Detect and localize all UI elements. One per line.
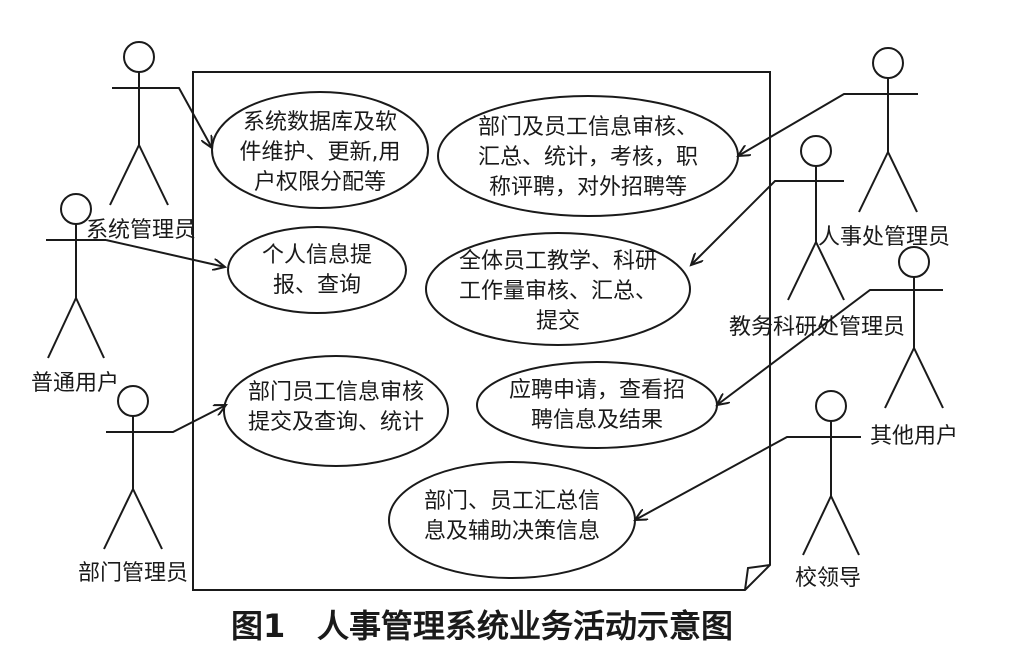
stick-figure-icon <box>884 246 944 409</box>
stick-figure-icon <box>858 47 918 213</box>
arrow-school-leader <box>635 436 801 520</box>
use-case-dept-staff-info: 部门员工信息审核 提交及查询、统计 <box>223 355 449 467</box>
stick-figure-icon <box>46 193 106 359</box>
association-arrows <box>105 87 885 520</box>
use-case-line: 全体员工教学、科研 <box>459 249 657 274</box>
actor-label: 教务科研处管理员 <box>729 315 905 340</box>
actor-label: 校领导 <box>795 566 861 591</box>
use-case-line: 聘信息及结果 <box>531 408 663 433</box>
use-case-workload-review: 全体员工教学、科研 工作量审核、汇总、 提交 <box>425 232 691 346</box>
actor-label: 人事处管理员 <box>818 225 950 250</box>
stick-figure-icon <box>787 135 845 301</box>
actor-system-admin: 系统管理员 <box>86 41 196 243</box>
use-case-line: 系统数据库及软 <box>243 110 397 135</box>
use-case-line: 称评聘，对外招聘等 <box>489 175 687 200</box>
use-case-line: 部门、员工汇总信 <box>424 489 600 514</box>
use-case-line: 件维护、更新,用 <box>240 140 401 165</box>
arrow-dept-admin <box>160 405 226 433</box>
use-case-line: 提交及查询、统计 <box>248 410 424 435</box>
arrow-academic-admin <box>691 180 788 265</box>
actor-other-user: 其他用户 <box>870 246 958 449</box>
system-boundary <box>192 71 771 591</box>
caption-title: 人事管理系统业务活动示意图 <box>317 607 733 645</box>
arrow-system-admin <box>166 87 212 148</box>
use-case-personal-info: 个人信息提 报、查询 <box>227 226 407 314</box>
arrow-other-user <box>717 289 885 405</box>
actor-school-leader: 校领导 <box>795 390 861 591</box>
stick-figure-icon <box>109 41 169 206</box>
use-case-line: 户权限分配等 <box>254 170 386 195</box>
arrow-normal-user <box>105 239 225 267</box>
use-case-line: 应聘申请，查看招 <box>509 378 685 403</box>
use-case-line: 部门员工信息审核 <box>248 380 424 405</box>
use-case-job-application: 应聘申请，查看招 聘信息及结果 <box>476 361 718 449</box>
figure-caption: 图1 人事管理系统业务活动示意图 <box>231 607 733 645</box>
actor-label: 其他用户 <box>870 424 958 449</box>
use-case-system-maintenance: 系统数据库及软 件维护、更新,用 户权限分配等 <box>211 91 429 209</box>
stick-figure-icon <box>103 385 163 550</box>
use-case-line: 工作量审核、汇总、 <box>459 279 657 304</box>
stick-figure-icon <box>801 390 861 556</box>
actor-label: 系统管理员 <box>86 218 196 243</box>
use-case-line: 报、查询 <box>273 273 361 298</box>
use-case-hr-review: 部门及员工信息审核、 汇总、统计，考核，职 称评聘，对外招聘等 <box>437 95 739 217</box>
actor-dept-admin: 部门管理员 <box>78 385 188 586</box>
actor-hr-admin: 人事处管理员 <box>818 47 950 250</box>
actor-academic-admin: 教务科研处管理员 <box>729 135 905 340</box>
use-case-line: 息及辅助决策信息 <box>424 519 600 544</box>
actor-normal-user: 普通用户 <box>31 193 119 396</box>
use-case-decision-info: 部门、员工汇总信 息及辅助决策信息 <box>388 461 636 579</box>
use-case-line: 提交 <box>536 309 580 334</box>
use-case-line: 汇总、统计，考核，职 <box>478 145 698 170</box>
arrow-hr-admin <box>738 93 858 156</box>
actor-label: 普通用户 <box>31 371 119 396</box>
actor-label: 部门管理员 <box>78 561 188 586</box>
use-case-line: 个人信息提 <box>262 243 372 268</box>
use-case-line: 部门及员工信息审核、 <box>478 115 698 140</box>
caption-number: 图1 <box>231 607 285 645</box>
